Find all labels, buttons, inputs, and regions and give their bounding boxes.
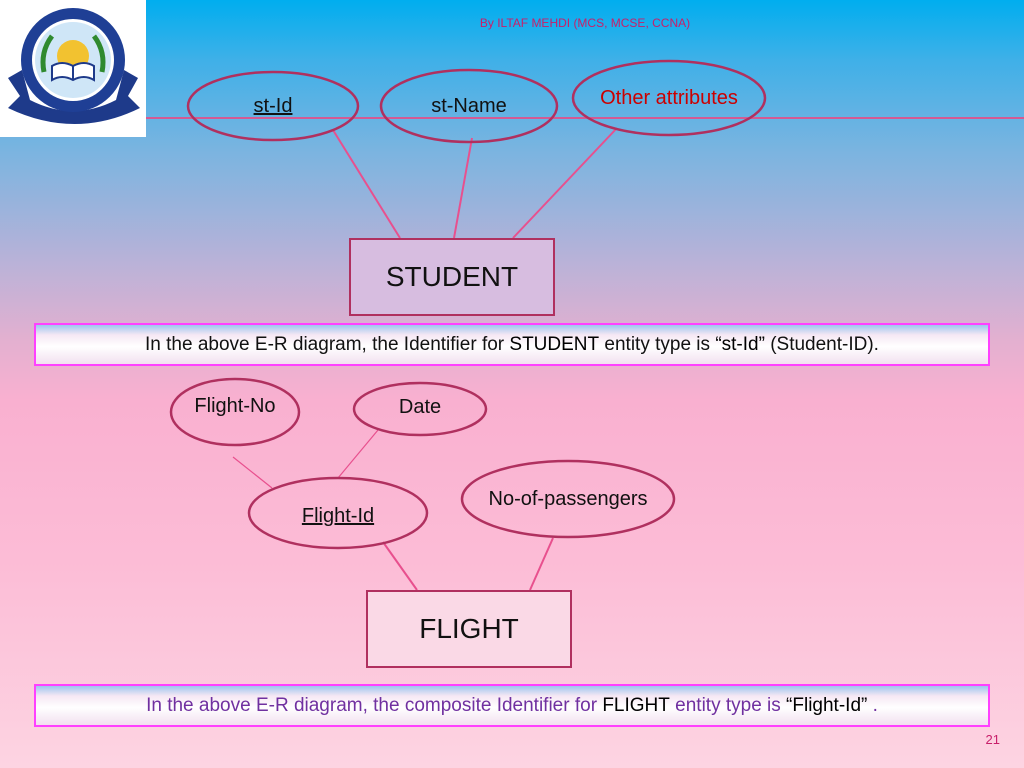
student-note-middle: entity type is bbox=[604, 333, 711, 355]
flight-note-entity: FLIGHT bbox=[602, 694, 670, 716]
seal-icon bbox=[8, 8, 140, 124]
attribute-ellipse-date bbox=[352, 381, 488, 437]
connector-other-student bbox=[512, 127, 618, 239]
connector-flightid-flight bbox=[382, 541, 418, 591]
attribute-ellipse-flightid bbox=[247, 476, 429, 550]
flight-identifier-note: In the above E-R diagram, the composite … bbox=[34, 684, 990, 727]
student-identifier-note: In the above E-R diagram, the Identifier… bbox=[34, 323, 990, 366]
connectors bbox=[232, 127, 618, 591]
connector-stname-student bbox=[453, 137, 473, 239]
attribute-ellipse-flightno bbox=[169, 377, 301, 447]
flight-note-suffix: . bbox=[872, 694, 878, 716]
student-note-identifier: “st-Id” bbox=[715, 333, 765, 355]
attribute-ellipse-passengers bbox=[460, 459, 676, 539]
flight-note-identifier: “Flight-Id” bbox=[786, 694, 868, 716]
attribute-ellipse-other bbox=[571, 59, 767, 137]
flight-note-prefix: In the above E-R diagram, the composite … bbox=[146, 694, 598, 716]
connector-flightno-flightid bbox=[232, 456, 273, 489]
attribute-ellipse-stname bbox=[379, 68, 559, 144]
institution-logo bbox=[0, 0, 146, 137]
entity-student: STUDENT bbox=[349, 238, 555, 316]
page-number: 21 bbox=[985, 732, 1000, 747]
connector-passengers-flight bbox=[529, 537, 554, 591]
student-note-prefix: In the above E-R diagram, the Identifier… bbox=[145, 333, 505, 355]
attribute-no-of-passengers: No-of-passengers bbox=[488, 487, 648, 510]
entity-flight: FLIGHT bbox=[366, 590, 572, 668]
attribute-flight-no: Flight-No bbox=[194, 394, 276, 417]
student-note-entity: STUDENT bbox=[509, 333, 600, 355]
attribute-ellipse-stid bbox=[186, 70, 360, 142]
attribute-flight-id: Flight-Id bbox=[301, 504, 375, 527]
header-divider bbox=[146, 117, 1024, 119]
attribute-other-attributes: Other attributes bbox=[600, 86, 738, 109]
attribute-st-name: st-Name bbox=[431, 94, 507, 117]
student-note-suffix: (Student-ID). bbox=[770, 333, 879, 355]
connector-stid-student bbox=[332, 129, 401, 239]
entity-student-label: STUDENT bbox=[385, 261, 519, 292]
attribute-st-id: st-Id bbox=[253, 94, 293, 117]
entity-flight-label: FLIGHT bbox=[419, 613, 519, 644]
connector-date-flightid bbox=[337, 429, 379, 479]
flight-note-middle: entity type is bbox=[675, 694, 781, 716]
attribute-date: Date bbox=[398, 395, 442, 418]
author-credit: By ILTAF MEHDI (MCS, MCSE, CCNA) bbox=[479, 16, 691, 30]
